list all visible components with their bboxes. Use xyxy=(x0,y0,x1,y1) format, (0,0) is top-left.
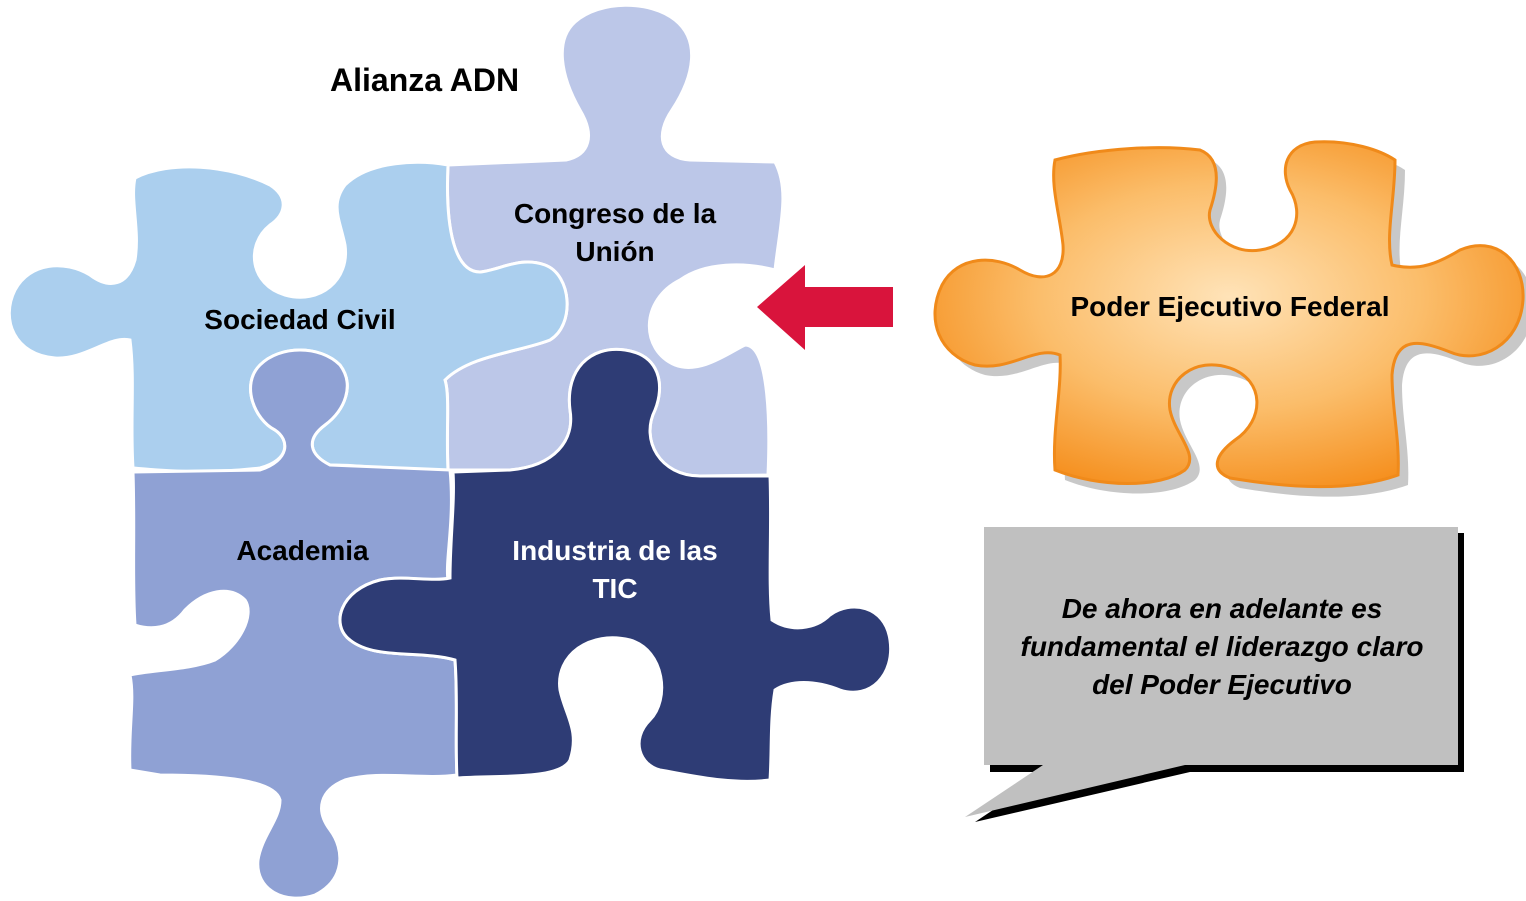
callout-bubble xyxy=(965,527,1458,817)
puzzle-piece-academia xyxy=(128,348,459,900)
puzzle-piece-ejecutivo xyxy=(933,140,1525,489)
piece-label-ejecutivo: Poder Ejecutivo Federal xyxy=(1070,291,1390,322)
callout-text: De ahora en adelante es fundamental el l… xyxy=(985,590,1459,704)
piece-label-congreso-line1: Congreso de la xyxy=(513,198,717,229)
diagram-title: Alianza ADN xyxy=(330,62,520,98)
piece-label-industria-line1: Industria de las xyxy=(512,535,718,566)
callout-text-line1: De ahora en adelante es xyxy=(1061,593,1383,624)
piece-label-industria-line2: TIC xyxy=(592,573,638,604)
piece-label-academia: Academia xyxy=(236,535,369,566)
piece-label-sociedad: Sociedad Civil xyxy=(204,304,396,335)
puzzle-piece-industria xyxy=(338,347,893,783)
callout-text-line3: del Poder Ejecutivo xyxy=(1092,669,1352,700)
arrow-left-icon xyxy=(757,265,893,350)
piece-label-industria: Industria de las TIC xyxy=(470,532,760,608)
piece-label-congreso-line2: Unión xyxy=(575,236,655,267)
piece-label-congreso: Congreso de la Unión xyxy=(470,195,760,271)
callout-text-line2: fundamental el liderazgo claro xyxy=(1020,631,1424,662)
